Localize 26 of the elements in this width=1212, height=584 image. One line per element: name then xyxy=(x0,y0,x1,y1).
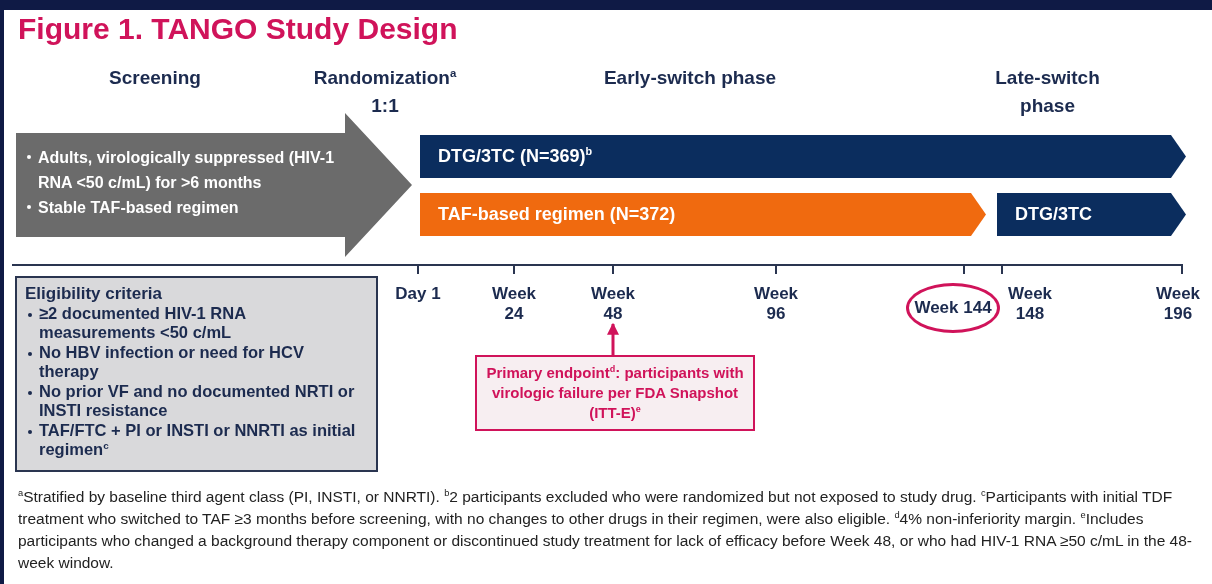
bullet-text: ≥2 documented HIV-1 RNA measurements <50 c/mL xyxy=(25,303,360,343)
arm-arrow-bar: DTG/3TC (N=369)$^{b}$ xyxy=(420,135,1186,178)
bullet-text: Adults, virologically suppressed (HIV-1 RNA <50 c/mL) for >6 months xyxy=(24,145,356,195)
arm-arrow-bar: DTG/3TC xyxy=(997,193,1186,236)
criteria-panel xyxy=(15,276,378,472)
timepoint-label: Week 196 xyxy=(1154,284,1202,324)
timepoint-label: Week 148 xyxy=(1006,284,1054,324)
timepoint-label: Week 24 xyxy=(490,284,538,324)
timepoint-label: Day 1 xyxy=(394,284,442,304)
timepoint-label: Week 48 xyxy=(583,284,643,324)
phase-heading: Screening xyxy=(108,66,202,90)
endpoint-box: Primary endpoint$^{d}$: participants with virologic failure per FDA Snapshot (ITT-E)$^{e}$ xyxy=(475,355,755,431)
timepoint-label: Week 96 xyxy=(752,284,800,324)
figure-title: Figure 1. TANGO Study Design xyxy=(18,12,458,46)
bullet-text: No prior VF and no documented NRTI or INSTI resistance xyxy=(25,381,360,421)
phase-heading: Randomization$^{a}$ 1:1 xyxy=(312,65,458,118)
circled-timepoint: Week 144 xyxy=(906,283,1000,333)
bullet-text: No HBV infection or need for HCV therapy xyxy=(25,342,360,382)
arrow xyxy=(607,322,619,355)
bullet-text: TAF/FTC + PI or INSTI or NNRTI as initial regimen$^{c}$ xyxy=(25,420,360,460)
bullet-text: Stable TAF-based regimen xyxy=(24,195,356,220)
panel-heading: Eligibility criteria xyxy=(25,284,163,304)
phase-heading: Late-switch phase xyxy=(994,66,1101,118)
arm-arrow-bar: TAF-based regimen (N=372) xyxy=(420,193,986,236)
phase-heading: Early-switch phase xyxy=(602,66,778,90)
footnote-text: $^{a}$Stratified by baseline third agent class (PI, INSTI, or NNRTI). $^{b}$2 participants excluded who were randomized but not exposed to study drug. $^{c}$Participants with initial TDF treatment who switched to TAF ≥3 months before screening, with no changes to other drugs in their regimen, were also eligible. $^{d}$4% non-inferiority margin. $^{e}$Includes participants who changed a background therapy component or discontinued study treatment for lack of efficacy before Week 48, or who had HIV-1 RNA ≥50 c/mL in the 48-week window. xyxy=(18,486,1193,573)
